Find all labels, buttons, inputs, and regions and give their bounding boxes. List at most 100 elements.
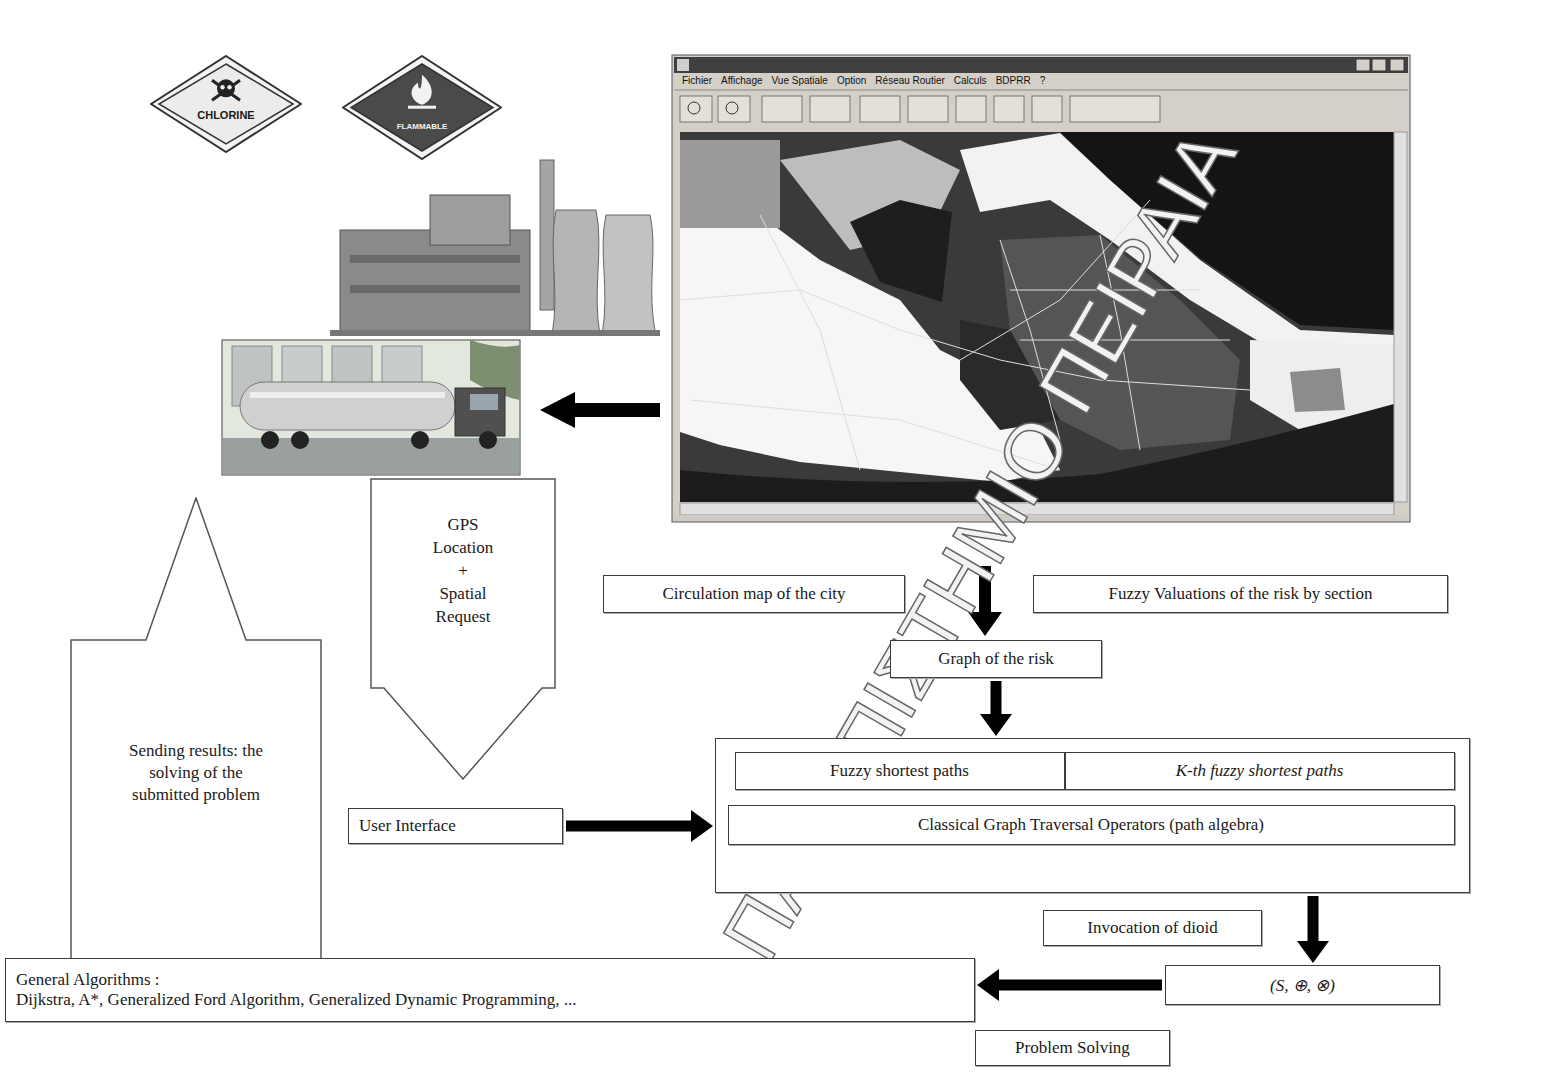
cooling-tower <box>552 210 600 335</box>
land-zone <box>1290 368 1345 412</box>
tanker-highlight <box>250 392 445 398</box>
factory-illustration <box>330 160 660 336</box>
tool-button <box>908 96 948 122</box>
node-text: CHLORINE <box>150 109 302 121</box>
factory-ground <box>330 330 660 336</box>
flow-arrow <box>980 681 1012 736</box>
sign-field <box>351 64 493 151</box>
menu-item: Réseau Routier <box>875 75 944 86</box>
arrow-shaft <box>991 681 1002 716</box>
hazard-diamond: CHLORINE <box>150 55 302 153</box>
flow-arrow <box>566 810 713 842</box>
arrow-head <box>977 969 999 1001</box>
toolbar-buttons <box>680 96 1160 122</box>
process-box: General Algorithms :Dijkstra, A*, Genera… <box>5 958 975 1022</box>
tanker <box>240 382 455 430</box>
factory-stripe <box>350 285 520 293</box>
node-text: FLAMMABLE <box>342 122 502 131</box>
factory-stripe <box>350 255 520 263</box>
cooling-tower <box>602 215 656 335</box>
process-box: Problem Solving <box>975 1030 1170 1066</box>
sign-border <box>343 56 501 159</box>
process-box: (S, ⊕, ⊗) <box>1165 965 1440 1005</box>
hazard-diamond: FLAMMABLE <box>342 55 502 160</box>
node-text: GPS Location + Spatial Request <box>433 514 493 629</box>
menu-item: BDPRR <box>996 75 1031 86</box>
node-text: General Algorithms : <box>16 970 160 990</box>
wheel <box>479 431 497 449</box>
process-box: Classical Graph Traversal Operators (pat… <box>728 805 1455 845</box>
node-text: Classical Graph Traversal Operators (pat… <box>918 815 1264 835</box>
node-text: (S, ⊕, ⊗) <box>1270 975 1335 996</box>
skull <box>217 79 235 97</box>
truck-photo <box>222 340 520 475</box>
crossbone <box>212 80 240 100</box>
wheel <box>261 431 279 449</box>
black-arrow <box>540 392 660 428</box>
sign-field <box>159 64 293 144</box>
toolbar-rule <box>674 90 1408 91</box>
tool-button <box>680 96 712 122</box>
group-box: Fuzzy shortest paths K-th fuzzy shortest … <box>715 738 1470 893</box>
window-button <box>1356 59 1370 71</box>
node-text: Sending results: the solving of the subm… <box>121 740 271 806</box>
process-box: K-th fuzzy shortest paths <box>1065 752 1455 790</box>
arrow-shaft <box>997 980 1162 991</box>
hollow-arrow: Sending results: the solving of the subm… <box>70 497 322 1002</box>
title-bar <box>674 57 1408 73</box>
skull-eye <box>220 85 224 89</box>
zoom-icon <box>726 102 738 114</box>
crossbone <box>212 80 240 100</box>
process-box: User Interface <box>348 808 563 844</box>
window-button <box>1372 59 1386 71</box>
node-text: Graph of the risk <box>938 649 1054 669</box>
tool-button <box>810 96 850 122</box>
node-text: Fuzzy shortest paths <box>830 761 969 781</box>
zoom-icon <box>688 102 700 114</box>
arrow-head <box>980 714 1012 736</box>
arrow-shaft <box>1308 896 1319 943</box>
process-box: Circulation map of the city <box>603 575 905 613</box>
tool-button <box>762 96 802 122</box>
arrow-shaft <box>566 821 693 832</box>
process-box: Fuzzy Valuations of the risk by section <box>1033 575 1448 613</box>
street <box>760 215 860 470</box>
wheel <box>411 431 429 449</box>
factory-block <box>430 195 510 245</box>
hollow-arrow-outline <box>371 479 555 779</box>
wheel <box>291 431 309 449</box>
factory-building <box>340 230 530 335</box>
tool-button <box>994 96 1024 122</box>
tool-button <box>718 96 750 122</box>
arrow-head <box>1297 941 1329 963</box>
chimney <box>540 160 554 310</box>
cab-window <box>470 394 498 410</box>
tool-button <box>1070 96 1160 122</box>
menu-item: ? <box>1040 75 1046 86</box>
node-text: Invocation of dioid <box>1087 918 1217 938</box>
tool-button <box>860 96 900 122</box>
flame-icon <box>412 75 432 105</box>
flow-arrow <box>1297 896 1329 963</box>
node-text: User Interface <box>359 816 456 836</box>
land-zone <box>680 140 780 228</box>
shape-outline <box>150 55 302 153</box>
menu-item: Fichier <box>682 75 712 86</box>
hollow-arrow-outline <box>71 498 321 1001</box>
hollow-arrow: GPS Location + Spatial Request <box>370 478 556 780</box>
tool-button <box>956 96 986 122</box>
arrow-head <box>691 810 713 842</box>
skull-eye <box>227 85 231 89</box>
flow-arrow <box>977 969 1162 1001</box>
tool-button <box>1032 96 1062 122</box>
scrollbar <box>1394 132 1407 502</box>
menu-item: Option <box>837 75 866 86</box>
node-text: Fuzzy Valuations of the risk by section <box>1108 584 1372 604</box>
shape-outline <box>342 55 502 160</box>
truck-cab <box>455 388 505 436</box>
photo-frame <box>222 340 520 475</box>
process-box: Graph of the risk <box>890 640 1102 678</box>
process-box: Fuzzy shortest paths <box>735 752 1065 790</box>
window-button <box>1390 59 1404 71</box>
node-text: Circulation map of the city <box>662 584 845 604</box>
